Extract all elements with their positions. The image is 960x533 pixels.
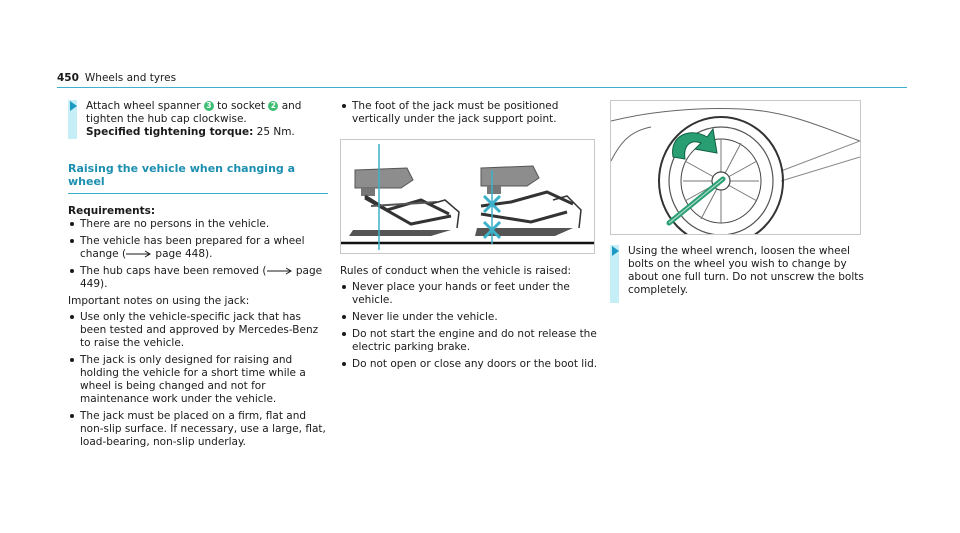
list-item-text: Never place your hands or feet under the…	[352, 281, 570, 306]
instruction-step-loosen-bolts: Using the wheel wrench, loosen the wheel…	[610, 245, 870, 303]
bullet-icon	[342, 285, 346, 289]
column-right: Using the wheel wrench, loosen the wheel…	[610, 245, 870, 303]
jack-placement-illustration	[340, 139, 595, 254]
list-item: The hub caps have been removed ( page 44…	[68, 265, 328, 291]
step-bar	[610, 245, 619, 303]
list-item-text: Never lie under the vehicle.	[352, 311, 498, 323]
list-item: Do not open or close any doors or the bo…	[340, 358, 598, 371]
page-number: 450	[57, 72, 79, 84]
column-middle: The foot of the jack must be positioned …	[340, 100, 598, 130]
list-item: The jack must be placed on a firm, flat …	[68, 410, 328, 449]
step-text: Using the wheel wrench, loosen the wheel…	[628, 245, 864, 296]
wheel-wrench-illustration	[610, 100, 861, 235]
instruction-step-attach-spanner: Attach wheel spanner 3 to socket 2 and t…	[68, 100, 328, 139]
step-arrow-icon	[70, 101, 77, 111]
bullet-icon	[342, 362, 346, 366]
list-item-text: Do not open or close any doors or the bo…	[352, 358, 598, 370]
callout-badge: 2	[268, 101, 279, 111]
notes-list: Use only the vehicle-specific jack that …	[68, 311, 328, 449]
bullet-icon	[70, 358, 74, 362]
list-item: Do not start the engine and do not relea…	[340, 328, 598, 354]
jack-position-list: The foot of the jack must be positioned …	[340, 100, 598, 126]
wheel-diagram	[611, 108, 860, 234]
section-title: Raising the vehicle when changing a whee…	[68, 162, 328, 194]
bullet-icon	[342, 104, 346, 108]
callout-badge: 3	[203, 101, 214, 111]
notes-title: Important notes on using the jack:	[68, 295, 250, 307]
list-item: Use only the vehicle-specific jack that …	[68, 311, 328, 350]
rules-block: Rules of conduct when the vehicle is rai…	[340, 262, 598, 375]
jack-diagram	[341, 144, 594, 250]
step-text: and tighten the hub cap clockwise.	[86, 100, 302, 125]
step-arrow-icon	[612, 246, 619, 256]
list-item: The foot of the jack must be positioned …	[340, 100, 598, 126]
page-header: 450 Wheels and tyres	[57, 72, 176, 85]
bullet-icon	[342, 332, 346, 336]
page-reference-link[interactable]: page 449).	[80, 265, 323, 290]
step-text: to socket	[213, 100, 269, 112]
list-item-text: The foot of the jack must be positioned …	[352, 100, 559, 125]
list-item-text: The jack is only designed for raising an…	[80, 354, 306, 405]
bullet-icon	[342, 315, 346, 319]
step-text: Attach wheel spanner	[86, 100, 204, 112]
list-item-text: Use only the vehicle-specific jack that …	[80, 311, 319, 349]
list-item-text: The hub caps have been removed (	[80, 265, 267, 277]
rules-title: Rules of conduct when the vehicle is rai…	[340, 265, 572, 277]
step-bar	[68, 100, 77, 139]
list-item: Never place your hands or feet under the…	[340, 281, 598, 307]
list-item-text: There are no persons in the vehicle.	[80, 218, 270, 230]
torque-value: 25 Nm.	[253, 126, 295, 138]
rotation-arrow-icon	[672, 127, 718, 160]
list-item-text: The vehicle has been prepared for a whee…	[80, 235, 305, 260]
requirements-list: There are no persons in the vehicle. The…	[68, 218, 328, 291]
header-section-title: Wheels and tyres	[84, 72, 177, 84]
torque-label: Specified tightening torque:	[86, 126, 254, 138]
bullet-icon	[70, 315, 74, 319]
bullet-icon	[70, 222, 74, 226]
list-item: The vehicle has been prepared for a whee…	[68, 235, 328, 261]
page-reference-arrow-icon	[266, 267, 292, 275]
list-item-text: Do not start the engine and do not relea…	[352, 328, 597, 353]
bullet-icon	[70, 269, 74, 273]
column-left: Attach wheel spanner 3 to socket 2 and t…	[68, 100, 328, 453]
list-item-text: The jack must be placed on a firm, flat …	[80, 410, 326, 448]
requirements-title: Requirements:	[68, 205, 156, 217]
list-item: There are no persons in the vehicle.	[68, 218, 328, 231]
page-reference-link[interactable]: page 448).	[155, 248, 213, 260]
list-item: The jack is only designed for raising an…	[68, 354, 328, 406]
header-rule	[57, 87, 907, 88]
list-item: Never lie under the vehicle.	[340, 311, 598, 324]
page-reference-arrow-icon	[126, 250, 152, 258]
bullet-icon	[70, 414, 74, 418]
rules-list: Never place your hands or feet under the…	[340, 281, 598, 371]
bullet-icon	[70, 239, 74, 243]
